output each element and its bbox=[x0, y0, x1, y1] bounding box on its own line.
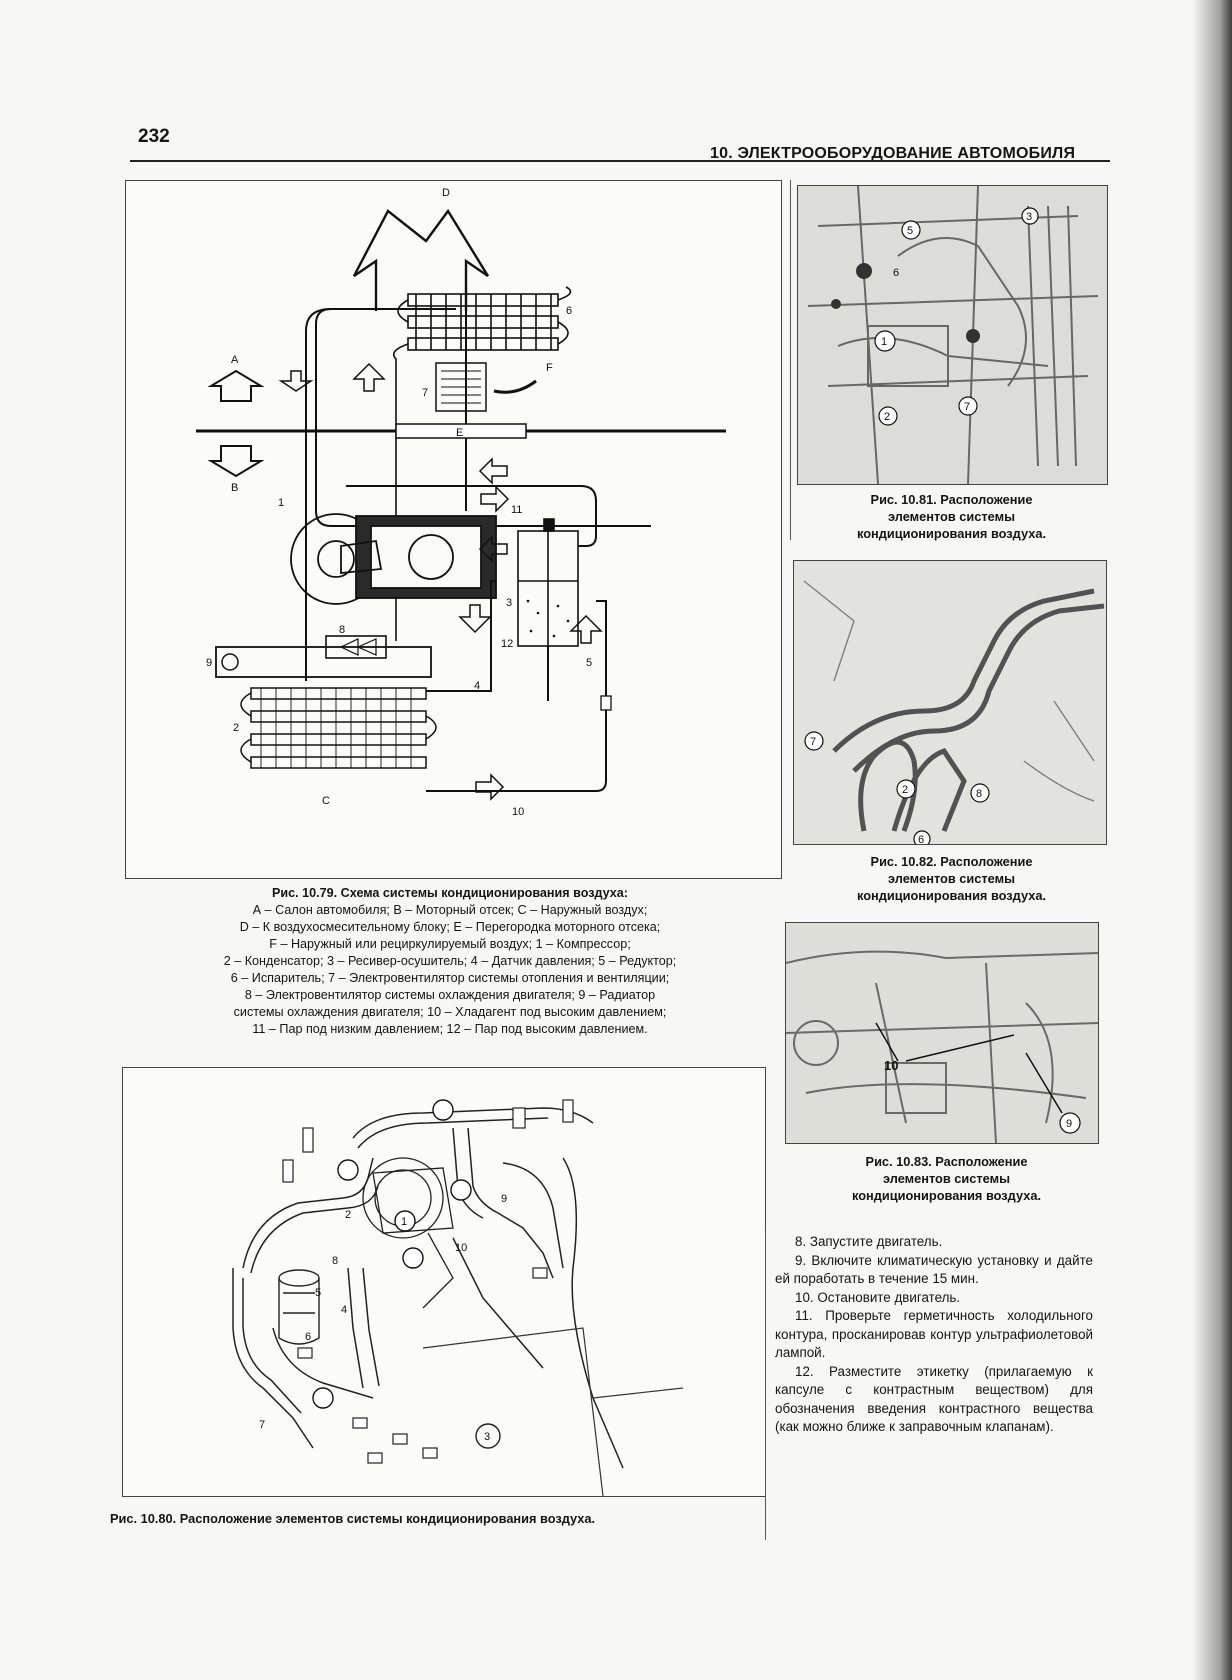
page-number: 232 bbox=[138, 126, 170, 147]
figure-82-caption-line: кондиционирования воздуха. bbox=[856, 888, 1047, 903]
instruction-step: 10. Остановите двигатель. bbox=[795, 1289, 961, 1305]
figure-81-caption-line: кондиционирования воздуха. bbox=[856, 526, 1047, 541]
figure-83-caption-line: элементов системы bbox=[882, 1171, 1011, 1186]
figure-83-caption: Рис. 10.83. Расположение элементов систе… bbox=[792, 1153, 1101, 1204]
fig80-label-5: 5 bbox=[315, 1287, 321, 1299]
figure-79-schematic: D A B C E F 1 2 3 4 5 6 7 8 9 10 11 12 bbox=[125, 180, 782, 879]
section-title: 10. ЭЛЕКТРООБОРУДОВАНИЕ АВТОМОБИЛЯ bbox=[710, 145, 1076, 162]
fig80-label-10: 10 bbox=[455, 1242, 467, 1254]
fig81-label-7: 7 bbox=[964, 401, 970, 413]
instruction-step: 12. Разместите этикетку (прилагаемую к к… bbox=[775, 1363, 1093, 1435]
fig79-label-a: A bbox=[231, 354, 239, 366]
fig81-label-1: 1 bbox=[881, 336, 887, 348]
figure-82-photo: 7 2 8 6 bbox=[793, 560, 1107, 845]
figure-79-caption-line: 2 – Конденсатор; 3 – Ресивер-осушитель; … bbox=[223, 954, 677, 968]
fig79-label-11: 11 bbox=[511, 504, 522, 516]
fig79-label-9: 9 bbox=[206, 657, 212, 669]
fig79-label-f: F bbox=[546, 362, 553, 374]
fig80-label-7: 7 bbox=[259, 1419, 265, 1431]
figure-79-caption-line: 6 – Испаритель; 7 – Электровентилятор си… bbox=[230, 971, 670, 985]
figure-79-caption-line: А – Салон автомобиля; В – Моторный отсек… bbox=[252, 903, 648, 917]
header-rule bbox=[130, 160, 1110, 162]
fig81-label-2: 2 bbox=[884, 411, 890, 423]
fig79-label-7: 7 bbox=[422, 387, 428, 399]
instruction-step: 8. Запустите двигатель. bbox=[795, 1234, 943, 1249]
fig80-label-4: 4 bbox=[341, 1304, 347, 1316]
figure-80-caption: Рис. 10.80. Расположение элементов систе… bbox=[110, 1511, 596, 1526]
figure-79-caption-line: F – Наружный или рециркулируемый воздух;… bbox=[269, 937, 631, 951]
fig79-label-d: D bbox=[442, 187, 450, 199]
fig81-label-6: 6 bbox=[893, 267, 899, 279]
fig81-label-5: 5 bbox=[907, 225, 913, 237]
fig79-label-3: 3 bbox=[506, 597, 512, 609]
fig79-label-e: E bbox=[456, 427, 463, 439]
fig79-label-2: 2 bbox=[233, 722, 239, 734]
figure-83-photo: 10 9 bbox=[785, 922, 1099, 1144]
figure-83-caption-line: Рис. 10.83. Расположение bbox=[865, 1154, 1028, 1169]
figure-79-caption-line: системы охлаждения двигателя; 10 – Хлада… bbox=[233, 1005, 667, 1019]
instruction-step: 11. Проверьте герметичность холодильного… bbox=[775, 1308, 1093, 1360]
fig80-label-8: 8 bbox=[332, 1255, 338, 1267]
figure-81-photo: 5 6 1 2 7 3 bbox=[797, 185, 1108, 485]
fig80-label-9: 9 bbox=[501, 1193, 507, 1205]
fig80-label-3: 3 bbox=[484, 1431, 490, 1443]
fig83-label-9: 9 bbox=[1066, 1118, 1072, 1130]
fig80-label-2: 2 bbox=[345, 1209, 351, 1221]
figure-79-caption: Рис. 10.79. Схема системы кондиционирова… bbox=[130, 885, 770, 1038]
fig81-label-3: 3 bbox=[1026, 211, 1032, 223]
fig79-label-4: 4 bbox=[474, 680, 480, 692]
fig79-label-b: B bbox=[231, 482, 238, 494]
column-divider-left bbox=[790, 180, 791, 540]
column-divider-bottom bbox=[765, 1230, 766, 1540]
fig82-label-6: 6 bbox=[918, 834, 924, 844]
figure-82-caption-line: элементов системы bbox=[887, 871, 1016, 886]
fig79-label-c: C bbox=[322, 795, 330, 807]
figure-81-caption-line: Рис. 10.81. Расположение bbox=[870, 492, 1033, 507]
figure-81-caption: Рис. 10.81. Расположение элементов систе… bbox=[797, 491, 1106, 542]
fig82-label-8: 8 bbox=[976, 788, 982, 800]
fig79-label-10: 10 bbox=[512, 806, 524, 818]
instruction-list: 8. Запустите двигатель. 9. Включите клим… bbox=[775, 1233, 1093, 1437]
fig79-label-1: 1 bbox=[278, 497, 284, 509]
fig80-label-6: 6 bbox=[305, 1331, 311, 1343]
fig82-label-2: 2 bbox=[902, 784, 908, 796]
fig79-label-5: 5 bbox=[586, 657, 592, 669]
fig79-label-12: 12 bbox=[501, 638, 513, 650]
figure-82-caption-line: Рис. 10.82. Расположение bbox=[870, 854, 1033, 869]
figure-80-drawing: 1 2 3 4 5 6 7 8 9 10 bbox=[122, 1067, 766, 1497]
figure-79-caption-line: D – К воздухосмесительному блоку; Е – Пе… bbox=[239, 920, 661, 934]
figure-81-caption-line: элементов системы bbox=[887, 509, 1016, 524]
figure-82-caption: Рис. 10.82. Расположение элементов систе… bbox=[797, 853, 1106, 904]
fig83-label-10: 10 bbox=[884, 1058, 898, 1073]
fig79-label-6: 6 bbox=[566, 305, 572, 317]
fig82-label-7: 7 bbox=[810, 736, 816, 748]
figure-79-caption-title: Рис. 10.79. Схема системы кондиционирова… bbox=[272, 886, 628, 900]
figure-79-caption-line: 11 – Пар под низким давлением; 12 – Пар … bbox=[252, 1022, 648, 1036]
instruction-step: 9. Включите климатическую установку и да… bbox=[775, 1252, 1093, 1287]
scan-edge-shadow bbox=[1192, 0, 1232, 1680]
fig79-label-8: 8 bbox=[339, 624, 345, 636]
figure-83-caption-line: кондиционирования воздуха. bbox=[851, 1188, 1042, 1203]
figure-79-caption-line: 8 – Электровентилятор системы охлаждения… bbox=[244, 988, 656, 1002]
fig80-label-1: 1 bbox=[401, 1216, 407, 1228]
